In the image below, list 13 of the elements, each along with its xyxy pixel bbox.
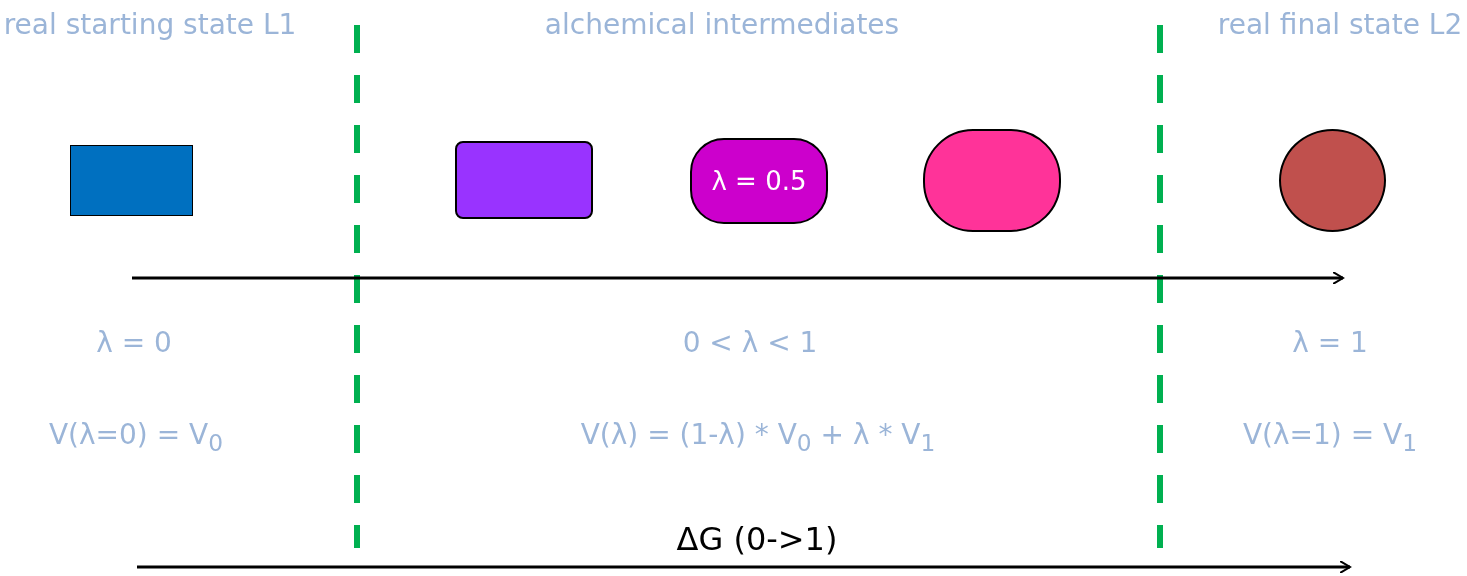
rounded-rectangle-shape — [455, 141, 593, 219]
heading: real final state L2 — [1217, 8, 1463, 41]
lambda-value: λ = 0 — [96, 326, 172, 359]
formula: V(λ=0) = V$_{0}$ — [48, 418, 224, 457]
lambda-range: 0 < λ < 1 — [682, 326, 818, 359]
heading: alchemical intermediates — [544, 8, 900, 41]
lambda-value: λ = 1 — [1292, 326, 1368, 359]
formula: V(λ=1) = V$_{1}$ — [1242, 418, 1418, 457]
delta-g-label: ΔG (0->1) — [676, 520, 838, 558]
formula: V(λ) = (1-λ) * V$_{0}$ + λ * V$_{1}$ — [580, 418, 936, 457]
rectangle-shape — [70, 145, 193, 216]
rounded-shape: λ = 0.5 — [690, 138, 828, 224]
heading: real starting state L1 — [3, 8, 297, 41]
